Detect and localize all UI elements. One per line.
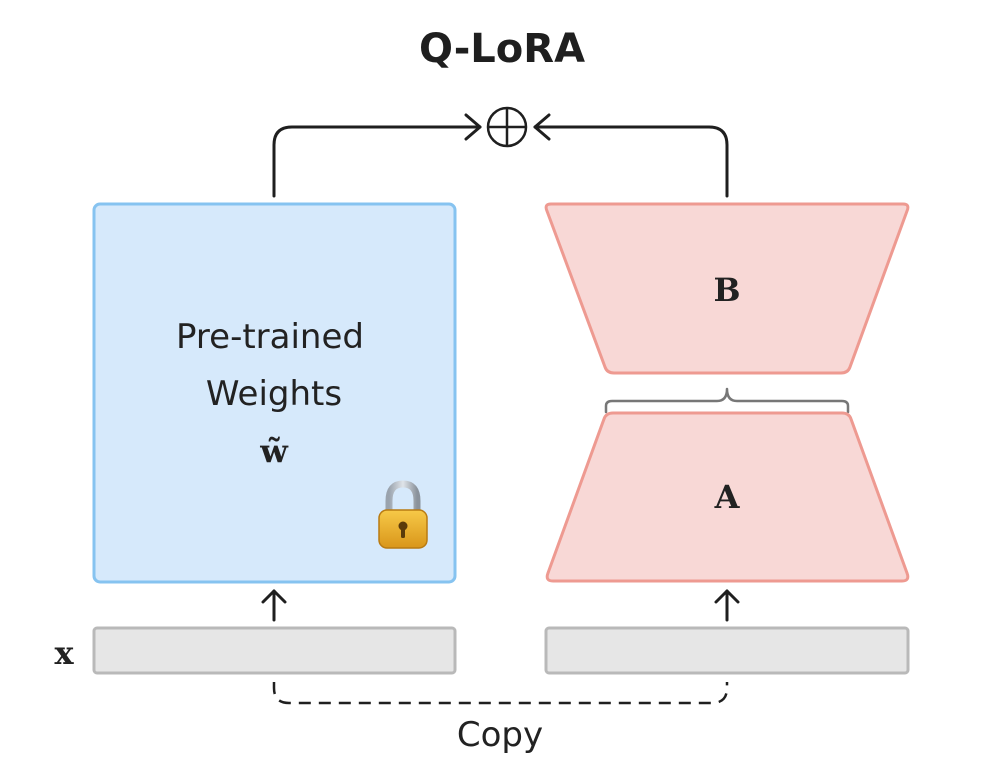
- copy-label: Copy: [457, 715, 543, 755]
- pretrained-output-arrow: [272, 113, 482, 198]
- pretrained-weights-box: [92, 202, 457, 584]
- lora-b-label: B: [713, 271, 740, 309]
- diagram-title: Q-LoRA: [419, 26, 585, 72]
- lora-a-label: A: [714, 478, 741, 516]
- input-bar-left: [92, 626, 457, 675]
- input-bar-right: [544, 626, 910, 675]
- copy-connector: [272, 682, 729, 705]
- input-arrow-left: [261, 589, 287, 622]
- lora-a-trapezoid: [545, 411, 910, 583]
- pretrained-label-line2: Weights: [206, 374, 342, 414]
- lock-icon: [378, 480, 428, 549]
- input-x-label: x: [54, 634, 74, 672]
- rank-brace: [604, 387, 850, 414]
- input-arrow-right: [714, 589, 740, 622]
- pretrained-label-line1: Pre-trained: [176, 317, 364, 357]
- lora-output-arrow: [533, 113, 729, 198]
- weights-symbol: w̃: [259, 432, 289, 470]
- sum-node: [486, 106, 528, 148]
- lora-b-trapezoid: [544, 202, 910, 375]
